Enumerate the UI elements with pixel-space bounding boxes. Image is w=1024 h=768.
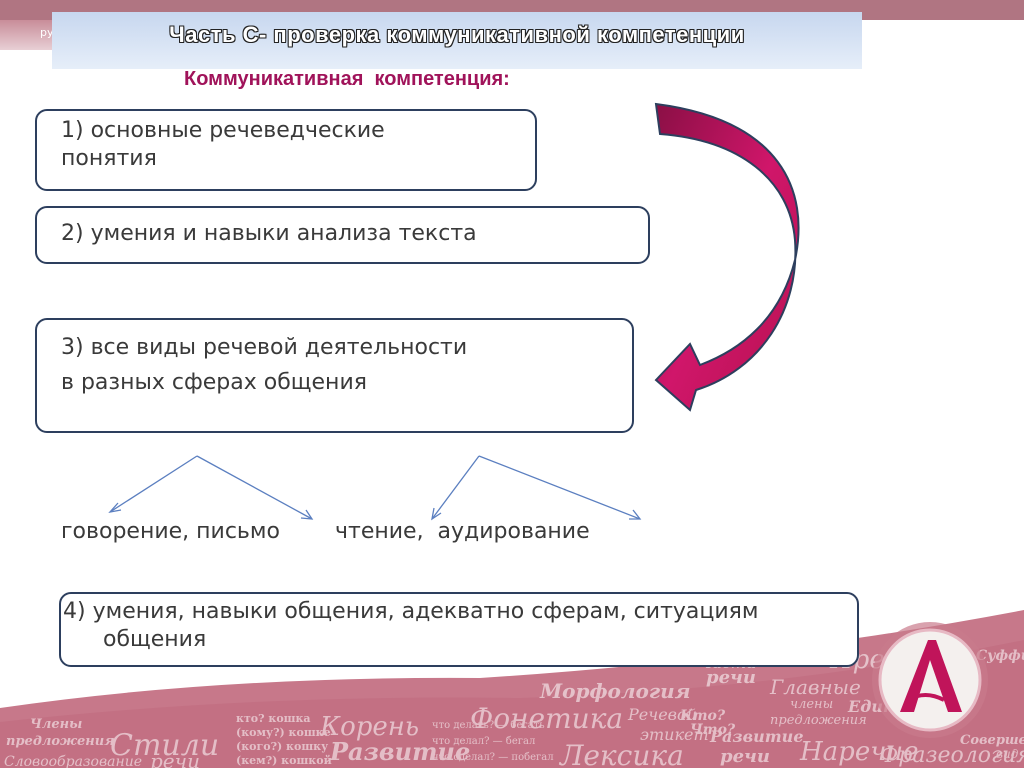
svg-text:этикет: этикет xyxy=(640,725,709,744)
item-1-line-2: понятия xyxy=(61,146,157,172)
svg-text:Словообразование: Словообразование xyxy=(4,754,142,768)
branch-arrows-right xyxy=(431,455,642,521)
svg-text:Развитие: Развитие xyxy=(329,737,470,766)
svg-text:предложения: предложения xyxy=(6,734,115,749)
title-box: Часть С- проверка коммуникативной компет… xyxy=(52,12,862,69)
item-box-2: 2) умения и навыки анализа текста xyxy=(35,206,650,264)
svg-text:Фонетика: Фонетика xyxy=(470,702,623,735)
svg-text:что делать? — бегать: что делать? — бегать xyxy=(432,720,545,731)
item-4-line-1: 4) умения, навыки общения, адекватно сфе… xyxy=(63,599,759,624)
svg-text:что сделал? — побегал: что сделал? — побегал xyxy=(432,752,554,763)
item-box-1: 1) основные речеведческие понятия xyxy=(35,109,537,191)
svg-text:речи: речи xyxy=(706,667,756,688)
svg-text:Речевой: Речевой xyxy=(627,705,697,724)
item-1-line-1: 1) основные речеведческие xyxy=(61,118,385,143)
item-3-line-2: в разных сферах общения xyxy=(61,370,367,396)
svg-text:(кого?) кошку: (кого?) кошку xyxy=(236,740,328,753)
svg-text:вид: вид xyxy=(996,747,1019,761)
left-pair-text: говорение, письмо xyxy=(61,519,280,544)
svg-text:Главные: Главные xyxy=(769,675,861,699)
header-tag: ру xyxy=(40,26,54,39)
svg-text:Фразеология: Фразеология xyxy=(880,743,1024,768)
top-band-left: ру xyxy=(0,20,54,50)
slide-title: Часть С- проверка коммуникативной компет… xyxy=(169,22,745,47)
svg-text:Члены: Члены xyxy=(30,717,82,732)
svg-text:Развитие: Развитие xyxy=(709,727,804,746)
svg-text:предложения: предложения xyxy=(770,713,867,728)
item-2-text: 2) умения и навыки анализа текста xyxy=(61,221,477,246)
item-3-line-1: 3) все виды речевой деятельности xyxy=(61,335,468,360)
svg-text:(кем?) кошкой: (кем?) кошкой xyxy=(236,754,332,767)
svg-text:члены: члены xyxy=(790,697,833,712)
item-4-line-2: общения xyxy=(103,627,207,653)
item-box-3: 3) все виды речевой деятельности в разны… xyxy=(35,318,634,433)
svg-text:кто? кошка: кто? кошка xyxy=(236,712,311,725)
svg-text:Суффиксы: Суффиксы xyxy=(976,648,1024,664)
svg-text:Морфология: Морфология xyxy=(539,679,691,703)
svg-text:Совершенный: Совершенный xyxy=(960,733,1024,748)
svg-text:Лексика: Лексика xyxy=(558,739,684,768)
svg-text:Стили: Стили xyxy=(110,728,219,763)
subtitle: Коммуникативная компетенция: xyxy=(184,68,510,90)
svg-text:речи: речи xyxy=(720,746,770,767)
logo-emblem xyxy=(872,622,988,738)
svg-text:речи: речи xyxy=(150,749,200,768)
right-pair-text: чтение, аудирование xyxy=(335,519,590,544)
svg-text:Единицы: Единицы xyxy=(847,697,935,716)
svg-text:Что?: Что? xyxy=(690,722,736,738)
curved-arrow xyxy=(654,102,800,412)
branch-arrows-left xyxy=(108,455,314,520)
svg-text:Кто?: Кто? xyxy=(679,708,726,724)
item-box-4: 4) умения, навыки общения, адекватно сфе… xyxy=(59,592,859,667)
svg-text:что делал? — бегал: что делал? — бегал xyxy=(432,736,535,747)
svg-text:Корень: Корень xyxy=(319,712,419,742)
svg-text:(кому?) кошке: (кому?) кошке xyxy=(236,726,331,739)
svg-text:Наречие: Наречие xyxy=(799,737,919,767)
